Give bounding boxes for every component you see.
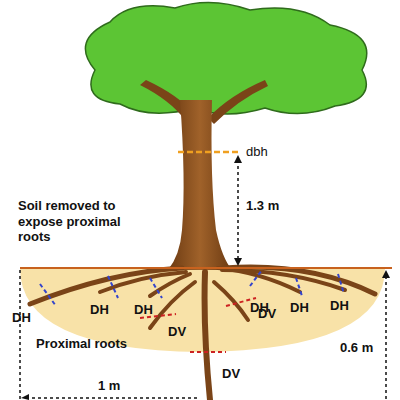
dimension-label: 1 m — [98, 378, 120, 394]
branch — [208, 80, 268, 124]
height-arrow — [234, 155, 242, 266]
diameter-label: DH — [90, 302, 109, 318]
diameter-label: DH — [134, 302, 153, 318]
diameter-label: DH — [330, 298, 349, 314]
diameter-label: DV — [168, 324, 186, 340]
roots — [30, 267, 375, 400]
dimension-label: dbh — [246, 144, 268, 160]
canopy — [85, 2, 366, 114]
vertical-diameter-marks — [140, 298, 256, 352]
diameter-label: DH — [290, 300, 309, 316]
dimension-label: 1.3 m — [246, 198, 279, 214]
diameter-label: DH — [12, 310, 31, 326]
diameter-label: DV — [258, 306, 276, 322]
dimension-label: 0.6 m — [340, 340, 373, 356]
trunk — [168, 100, 232, 270]
dbh-line — [178, 151, 240, 154]
ground-line — [20, 267, 392, 269]
width-arrow — [21, 394, 200, 400]
diameter-label: DV — [222, 366, 240, 382]
boundary-line — [19, 270, 21, 400]
depth-arrow — [382, 270, 390, 400]
region-label: Soil removed to expose proximal roots — [18, 198, 148, 245]
part-label: Proximal roots — [36, 336, 127, 352]
